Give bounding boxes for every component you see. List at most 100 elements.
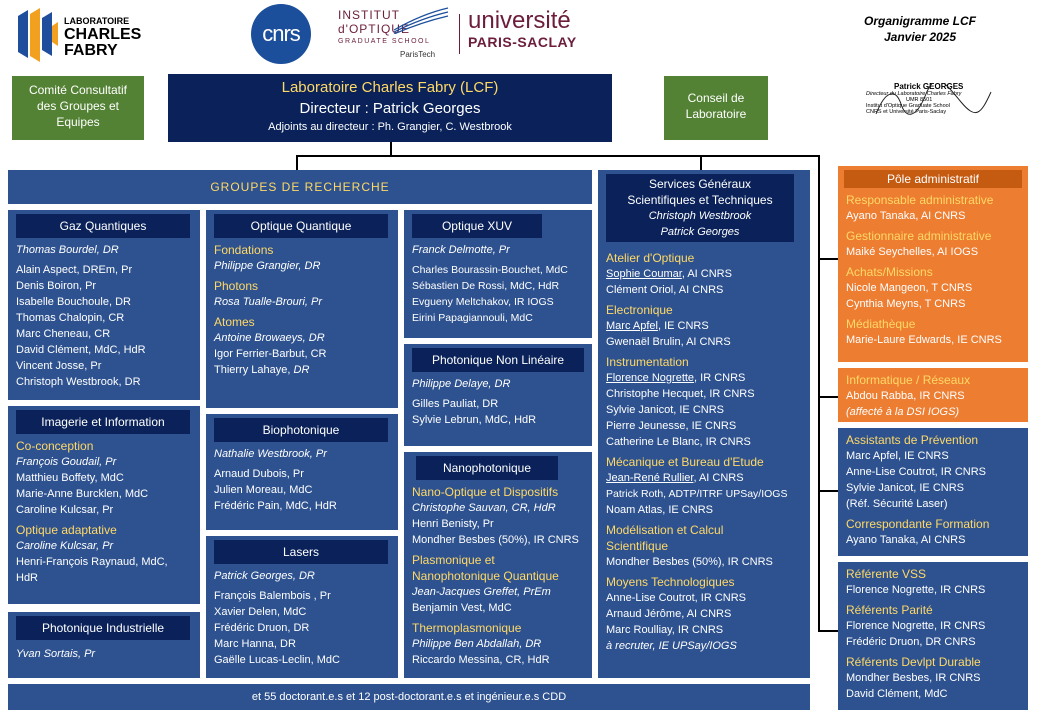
service-moyens-recruit: à recruter, IE UPSay/IOGS xyxy=(606,640,737,652)
prev-title: Assistants de Prévention xyxy=(846,433,979,447)
admin-r2: Gestionnaire administrative xyxy=(846,229,992,243)
group-gaz-quantiques: Gaz Quantiques Thomas Bourdel, DR Alain … xyxy=(8,210,200,400)
group-bio-lead: Nathalie Westbrook, Pr xyxy=(214,448,327,460)
service-modl1: Modélisation et Calcul xyxy=(606,523,724,537)
service-instr-member: Pierre Jeunesse, IE CNRS xyxy=(606,420,737,432)
service-instr-lead-name: Florence Nogrette xyxy=(606,372,695,384)
group-lasers-member: Frédéric Druon, DR xyxy=(214,622,310,634)
lcf-logo-line2: CHARLES xyxy=(64,26,142,43)
info-title: Informatique / Réseaux xyxy=(846,373,971,387)
signature-l2: UMR 8501 xyxy=(906,97,933,103)
director-box: Laboratoire Charles Fabry (LCF) Directeu… xyxy=(168,74,612,142)
group-optq-last-name: Thierry Lahaye, xyxy=(214,364,291,376)
group-gaz-member: Vincent Josse, Pr xyxy=(16,360,102,372)
services-title1: Services Généraux xyxy=(648,177,752,191)
group-optq-s3-lead: Antoine Browaeys, DR xyxy=(214,332,325,344)
info-person: Abdou Rabba, IR CNRS xyxy=(846,390,965,402)
footer-text: et 55 doctorant.e.s et 12 post-doctorant… xyxy=(251,691,567,703)
signature-l4: CNRS et Université Paris-Saclay xyxy=(866,109,947,115)
service-elec-lead-name: Marc Apfel xyxy=(606,320,658,332)
group-xuv-lead: Franck Delmotte, Pr xyxy=(412,244,510,256)
group-lasers: Lasers Patrick Georges, DR François Bale… xyxy=(206,536,398,678)
group-optq-member-last: Thierry Lahaye, DR xyxy=(214,362,390,378)
ref-dd: Référents Devlpt Durable xyxy=(846,655,981,669)
group-gaz-member: Christoph Westbrook, DR xyxy=(16,376,141,388)
service-meca-member: Noam Atlas, IE CNRS xyxy=(606,504,713,516)
group-xuv-title: Optique XUV xyxy=(412,214,542,238)
admin-r4-person: Marie-Laure Edwards, IE CNRS xyxy=(846,334,1002,346)
service-instr-member: Christophe Hecquet, IR CNRS xyxy=(606,388,755,400)
admin-r1-person: Ayano Tanaka, AI CNRS xyxy=(846,210,966,222)
group-gaz-member: Marc Cheneau, CR xyxy=(16,328,111,340)
signature-name: Patrick GEORGES xyxy=(894,82,964,91)
group-nano-member: Mondher Besbes (50%), IR CNRS xyxy=(412,534,579,546)
group-optq-s3: Atomes xyxy=(214,315,255,329)
group-imagerie-s2: Optique adaptative xyxy=(16,523,117,537)
group-lasers-member: François Balembois , Pr xyxy=(214,590,331,602)
service-modl2: Scientifique xyxy=(606,539,669,553)
admin-r1: Responsable administrative xyxy=(846,193,994,207)
prev-f-person: Ayano Tanaka, AI CNRS xyxy=(846,534,966,546)
service-instr-member: Catherine Le Blanc, IR CNRS xyxy=(606,436,751,448)
ref-dd-person: Mondher Besbes, IR CNRS xyxy=(846,672,981,684)
group-nano-member: Riccardo Messina, CR, HdR xyxy=(412,654,550,666)
group-lasers-member: Marc Hanna, DR xyxy=(214,638,296,650)
director-title: Laboratoire Charles Fabry (LCF) xyxy=(281,79,499,96)
connector-horizontal xyxy=(296,155,820,157)
group-xuv-member: Charles Bourassin-Bouchet, MdC xyxy=(412,264,568,276)
signature-l1: Directeur du Laboratoire Charles Fabry xyxy=(866,91,962,97)
group-imagerie: Imagerie et Information Co-conception Fr… xyxy=(8,406,200,604)
group-xuv-member: Eirini Papagiannouli, MdC xyxy=(412,312,533,324)
iogs-line3: GRADUATE SCHOOL xyxy=(338,38,431,45)
service-atelier-lead-name: Sophie Coumar xyxy=(606,268,682,280)
admin-title: Pôle administratif xyxy=(844,170,1022,188)
ups-divider xyxy=(459,14,460,54)
ccge-label: Comité Consultatif des Groupes et Equipe… xyxy=(28,83,128,129)
group-imagerie-member: Matthieu Boffety, MdC xyxy=(16,472,124,484)
group-gaz-member: Alain Aspect, DREm, Pr xyxy=(16,264,133,276)
group-optq-s1-lead: Philippe Grangier, DR xyxy=(214,260,321,272)
footer-banner: et 55 doctorant.e.s et 12 post-doctorant… xyxy=(8,684,810,710)
group-nano-title: Nanophotonique xyxy=(416,456,558,480)
group-imagerie-member: HdR xyxy=(16,572,39,584)
group-optique-quantique: Optique Quantique Fondations Philippe Gr… xyxy=(206,210,398,408)
group-optique-xuv: Optique XUV Franck Delmotte, Pr Charles … xyxy=(404,210,592,338)
group-nano-s3: Thermoplasmonique xyxy=(412,621,522,635)
service-instr-member: Sylvie Janicot, IE CNRS xyxy=(606,404,724,416)
admin-r4: Médiathèque xyxy=(846,317,916,331)
council-box: Conseil de Laboratoire xyxy=(664,76,768,140)
group-bio-title: Biophotonique xyxy=(214,418,388,442)
group-imagerie-member: Caroline Kulcsar, Pr xyxy=(16,504,114,516)
admin-r3: Achats/Missions xyxy=(846,265,933,279)
group-imagerie-member: Henri-François Raynaud, MdC, xyxy=(16,556,168,568)
group-lasers-member: Xavier Delen, MdC xyxy=(214,606,307,618)
services-header: Services Généraux Scientifiques et Techn… xyxy=(606,174,794,242)
lcf-logo-line1: LABORATOIRE xyxy=(64,16,130,26)
iogs-line1: INSTITUT xyxy=(338,8,400,22)
group-nano-member: Benjamin Vest, MdC xyxy=(412,602,512,614)
ref-vss-person: Florence Nogrette, IR CNRS xyxy=(846,584,986,596)
service-atelier: Atelier d'Optique xyxy=(606,251,695,265)
admin-r3-person: Nicole Mangeon, T CNRS xyxy=(846,282,973,294)
group-gaz-member: Isabelle Bouchoule, DR xyxy=(16,296,131,308)
connector-prev xyxy=(818,490,838,492)
service-elec-lead: Marc Apfel, IE CNRS xyxy=(606,318,802,334)
prev-member: (Réf. Sécurité Laser) xyxy=(846,498,948,510)
lcf-logo-mark-icon xyxy=(18,8,58,62)
connector-right-vertical xyxy=(818,155,820,631)
service-elec: Electronique xyxy=(606,303,673,317)
iogs-waves-icon xyxy=(393,7,449,34)
iogs-logo: INSTITUT d'OPTIQUE GRADUATE SCHOOL Paris… xyxy=(338,7,452,68)
service-moyens-member: Arnaud Jérôme, AI CNRS xyxy=(606,608,732,620)
connector-director-down xyxy=(390,142,392,156)
service-atelier-member: Clément Oriol, AI CNRS xyxy=(606,284,724,296)
group-nano-member: Henri Benisty, Pr xyxy=(412,518,494,530)
group-nanophotonique: Nanophotonique Nano-Optique et Dispositi… xyxy=(404,452,592,678)
group-nano-s3-lead: Philippe Ben Abdallah, DR xyxy=(412,638,542,650)
prev-member: Marc Apfel, IE CNRS xyxy=(846,450,949,462)
group-optq-last-title: DR xyxy=(293,364,310,376)
iogs-line4: ParisTech xyxy=(400,50,436,59)
service-moyens-member: Anne-Lise Coutrot, IR CNRS xyxy=(606,592,746,604)
group-imagerie-s1-lead: François Goudail, Pr xyxy=(16,456,117,468)
connector-info xyxy=(818,396,838,398)
